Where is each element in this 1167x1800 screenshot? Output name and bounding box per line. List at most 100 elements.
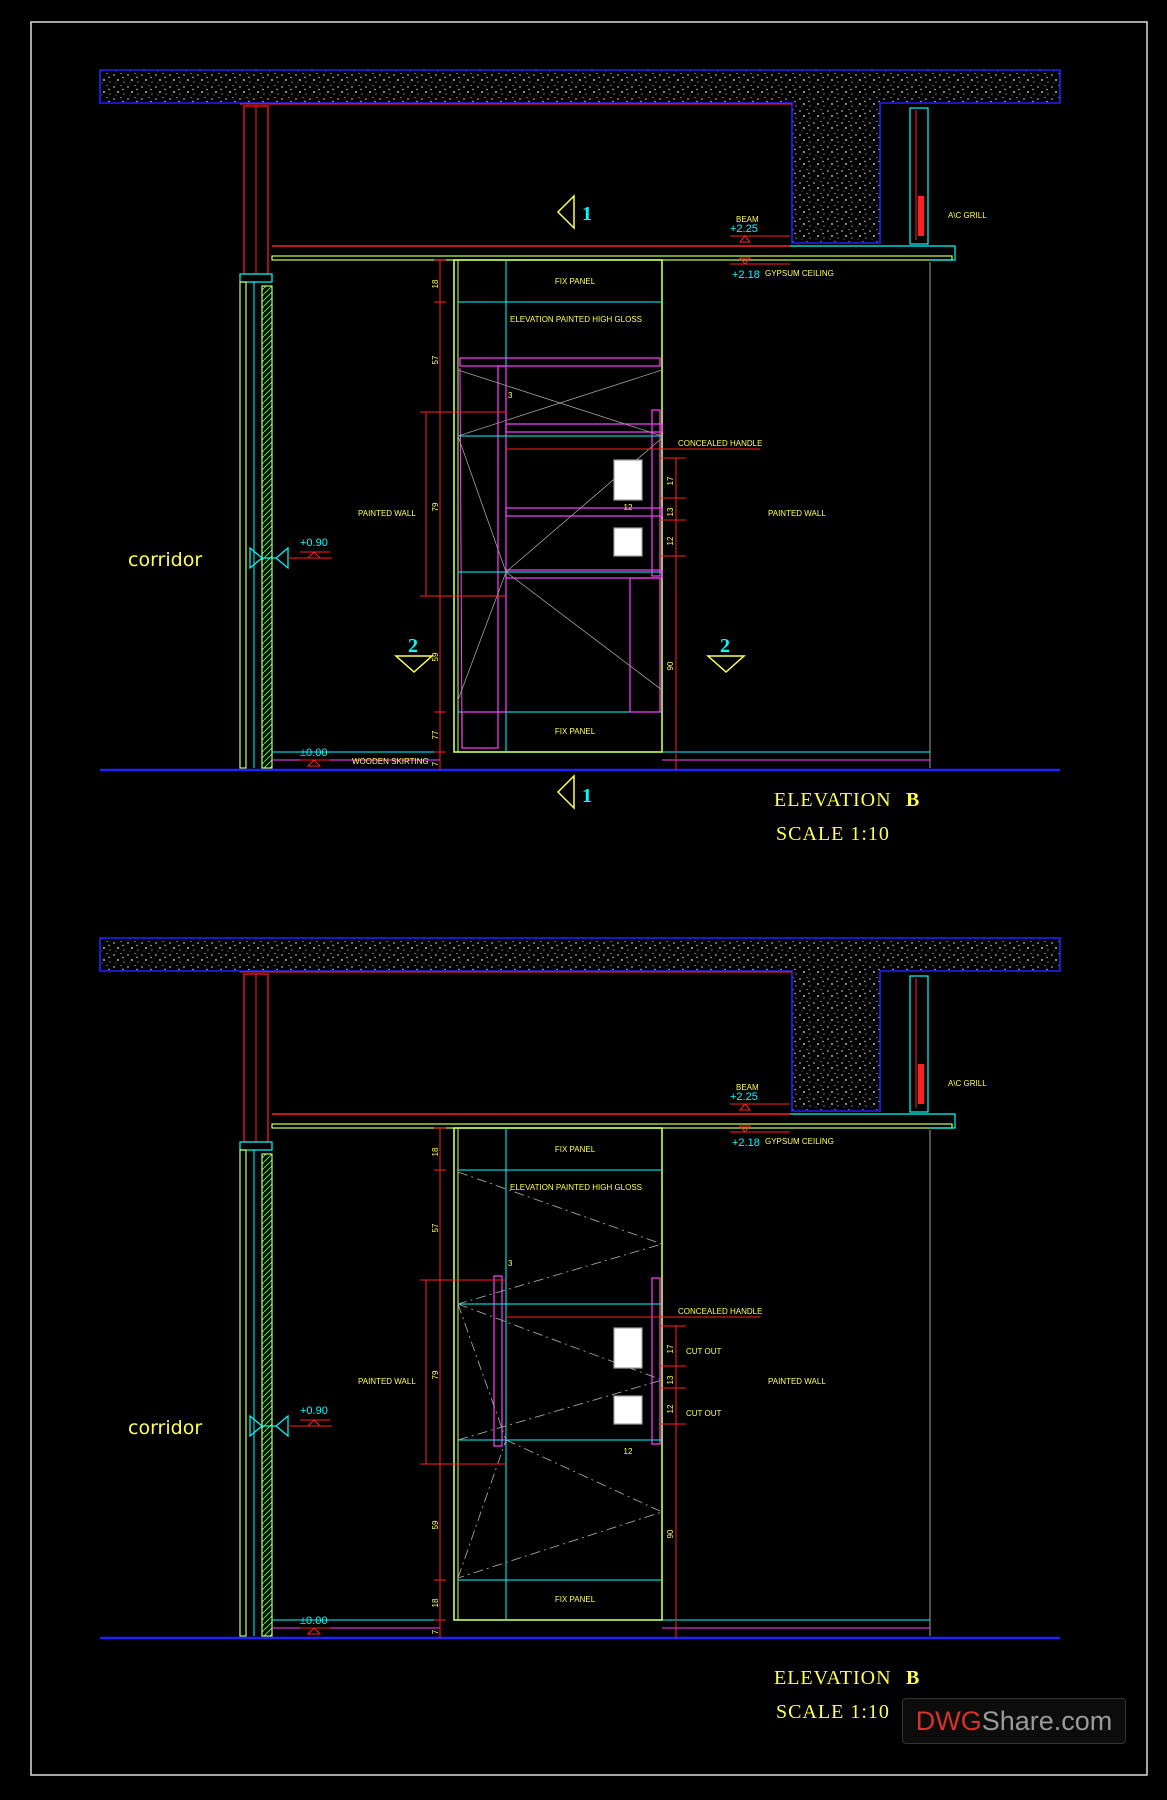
elevation-letter: B	[906, 789, 920, 811]
partition-insulation-hatch	[261, 1153, 273, 1637]
section-mark-left-icon	[394, 655, 434, 674]
cabinet-outline	[453, 259, 663, 753]
right-dim-3: 12	[666, 536, 675, 545]
left-dim-5: 18	[431, 1598, 440, 1607]
section-mark-bottom-icon	[556, 774, 575, 810]
partition-left-skin	[239, 1149, 247, 1637]
beam-level-text: +2.25	[730, 1091, 758, 1103]
concealed-handle-profile	[651, 1277, 661, 1445]
watermark-part-a: DWG	[915, 1706, 982, 1736]
top-fix-panel-label: FIX PANEL	[555, 1145, 596, 1154]
right-wall-label: PAINTED WALL	[768, 509, 826, 518]
switch-level-text: +0.90	[300, 1405, 328, 1417]
shelf-1	[459, 357, 661, 367]
ceiling-level-marker	[730, 1125, 790, 1133]
left-dim-2: 57	[431, 355, 440, 364]
left-dim-4: 59	[431, 1520, 440, 1529]
switch-level-marker	[300, 551, 330, 559]
concealed-handle-profile	[651, 409, 661, 577]
ac-grill-red-block	[918, 1064, 924, 1104]
left-dim-5: 77	[431, 730, 440, 739]
right-dim-3: 12	[666, 1404, 675, 1413]
section-mark-left: 2	[408, 635, 418, 657]
small-dim: 3	[508, 1259, 513, 1268]
ac-grill-frame	[909, 975, 929, 1113]
cutout-1	[613, 1327, 643, 1369]
section-mark-top: 1	[582, 203, 592, 225]
cutout-2-label: CUT OUT	[686, 1409, 722, 1418]
divider-left	[497, 365, 507, 713]
watermark-part-b: Share.com	[981, 1706, 1113, 1736]
left-dim-3: 79	[431, 1370, 440, 1379]
shelf-3	[505, 507, 663, 517]
plinth-left	[461, 711, 499, 749]
beam-level-marker	[730, 1103, 790, 1111]
floor-level-marker	[300, 759, 330, 767]
right-dim-2: 13	[666, 1375, 675, 1384]
right-wall-label: PAINTED WALL	[768, 1377, 826, 1386]
ceiling-label: GYPSUM CEILING	[765, 269, 834, 278]
elevation-letter: B	[906, 1667, 920, 1689]
left-dim-3: 79	[431, 502, 440, 511]
elevation-title: ELEVATION	[774, 1667, 892, 1689]
bottom-fix-panel-label: FIX PANEL	[555, 727, 596, 736]
door-swing-lines-dashed	[457, 1171, 664, 1579]
cutout-2	[613, 527, 643, 557]
beam-label: BEAM	[736, 1083, 759, 1092]
bottom-fix-panel-label: FIX PANEL	[555, 1595, 596, 1604]
elevation-scale: SCALE 1:10	[776, 1701, 890, 1723]
ceiling-label: GYPSUM CEILING	[765, 1137, 834, 1146]
shelf-4	[505, 569, 663, 579]
beam-label: BEAM	[736, 215, 759, 224]
ceiling-edge-return	[790, 1113, 956, 1129]
cutout-2	[613, 1395, 643, 1425]
concrete-slab-and-beam	[99, 69, 1061, 244]
elevation-title: ELEVATION	[774, 789, 892, 811]
switch-level-text: +0.90	[300, 537, 328, 549]
left-dim-6: 7	[431, 761, 440, 766]
finish-note: ELEVATION PAINTED HIGH GLOSS	[510, 1183, 642, 1192]
left-dim-4: 59	[431, 652, 440, 661]
partition-head-cap	[239, 273, 273, 283]
section-mark-right-icon	[706, 655, 746, 674]
handle-profile-left	[493, 1275, 503, 1447]
ceiling-level-marker	[730, 257, 790, 265]
ceiling-level-text: +2.18	[732, 1137, 760, 1149]
left-dim-2: 57	[431, 1223, 440, 1232]
handle-dim-1: 12	[624, 503, 633, 512]
right-dim-1: 17	[666, 1344, 675, 1353]
small-dim: 3	[508, 391, 513, 400]
right-dim-1: 17	[666, 476, 675, 485]
concealed-handle-label: CONCEALED HANDLE	[678, 1307, 762, 1316]
shelf-2	[505, 423, 663, 433]
switch-level-marker	[300, 1419, 330, 1427]
section-mark-right: 2	[720, 635, 730, 657]
cutout-1-label: CUT OUT	[686, 1347, 722, 1356]
drawer-unit	[629, 577, 661, 713]
ac-grill-label: A\C GRILL	[948, 1079, 987, 1088]
partition-left-skin	[239, 281, 247, 769]
ceiling-level-text: +2.18	[732, 269, 760, 281]
cutout-1	[613, 459, 643, 501]
partition-head-cap	[239, 1141, 273, 1151]
ceiling-edge-return	[790, 245, 956, 261]
concrete-slab-and-beam	[99, 937, 1061, 1112]
concealed-handle-label: CONCEALED HANDLE	[678, 439, 762, 448]
ac-grill-frame	[909, 107, 929, 245]
partition-insulation-hatch	[261, 285, 273, 769]
left-wall-label: PAINTED WALL	[358, 509, 416, 518]
top-fix-panel-label: FIX PANEL	[555, 277, 596, 286]
left-dim-6: 7	[431, 1629, 440, 1634]
cabinet-outline	[453, 1127, 663, 1621]
section-mark-top-icon	[556, 194, 575, 230]
elevation-scale: SCALE 1:10	[776, 823, 890, 845]
left-dim-1: 18	[431, 1147, 440, 1156]
section-mark-bottom: 1	[582, 785, 592, 807]
skirting-label: WOODEN SKIRTING	[352, 757, 429, 766]
handle-dim-2: 12	[624, 1447, 633, 1456]
left-wall-label: PAINTED WALL	[358, 1377, 416, 1386]
sheet-border	[30, 21, 1148, 1776]
ac-grill-red-block	[918, 196, 924, 236]
